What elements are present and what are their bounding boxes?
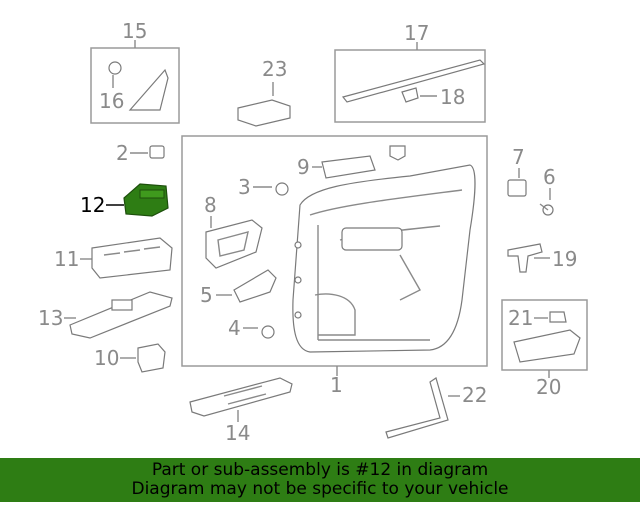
part-21-bulb <box>549 311 567 323</box>
part-10-switch <box>137 343 166 373</box>
part-19-bracket <box>507 243 543 273</box>
callout-12: 12 <box>80 193 105 217</box>
callout-6: 6 <box>543 165 556 189</box>
part-20-courtesy-lamp <box>513 329 581 363</box>
footer-line-1: Part or sub-assembly is #12 in diagram <box>151 460 489 480</box>
part-5-handle-cover <box>233 269 277 303</box>
callout-19: 19 <box>552 247 577 271</box>
callout-15: 15 <box>122 19 147 43</box>
callout-17: 17 <box>404 21 429 45</box>
part-13-switch-base <box>69 291 173 339</box>
part-22-garnish <box>385 377 449 439</box>
parts-diagram: 1 15 16 17 18 23 2 12 11 13 10 3 8 9 <box>38 19 588 445</box>
callout-14: 14 <box>225 421 250 445</box>
part-14-armrest-base <box>189 377 293 417</box>
callout-18: 18 <box>440 85 465 109</box>
callout-16: 16 <box>99 89 124 113</box>
part-11-switch-assembly <box>91 237 173 279</box>
part-9-switch-bezel <box>321 155 376 179</box>
part-23-module <box>237 99 291 127</box>
part-16-mirror-cover <box>128 68 169 111</box>
door-trim-panel <box>292 164 476 353</box>
callout-3: 3 <box>238 175 251 199</box>
door-panel-box <box>181 135 488 367</box>
footer-banner: Part or sub-assembly is #12 in diagram D… <box>0 458 640 502</box>
part-17-belt-molding <box>341 59 486 103</box>
part-12-switch-highlighted <box>123 183 169 217</box>
callout-20: 20 <box>536 375 561 399</box>
callout-21: 21 <box>508 306 533 330</box>
callout-5: 5 <box>200 283 213 307</box>
callout-2: 2 <box>116 141 129 165</box>
footer-line-2: Diagram may not be specific to your vehi… <box>131 479 509 499</box>
callout-1: 1 <box>330 373 343 397</box>
callout-22: 22 <box>462 383 487 407</box>
callout-23: 23 <box>262 57 287 81</box>
callout-8: 8 <box>204 193 217 217</box>
callout-4: 4 <box>228 316 241 340</box>
callout-11: 11 <box>54 247 79 271</box>
callout-7: 7 <box>512 145 525 169</box>
callout-9: 9 <box>297 155 310 179</box>
callout-13: 13 <box>38 306 63 330</box>
part-8-inside-handle <box>205 219 263 269</box>
callout-10: 10 <box>94 346 119 370</box>
